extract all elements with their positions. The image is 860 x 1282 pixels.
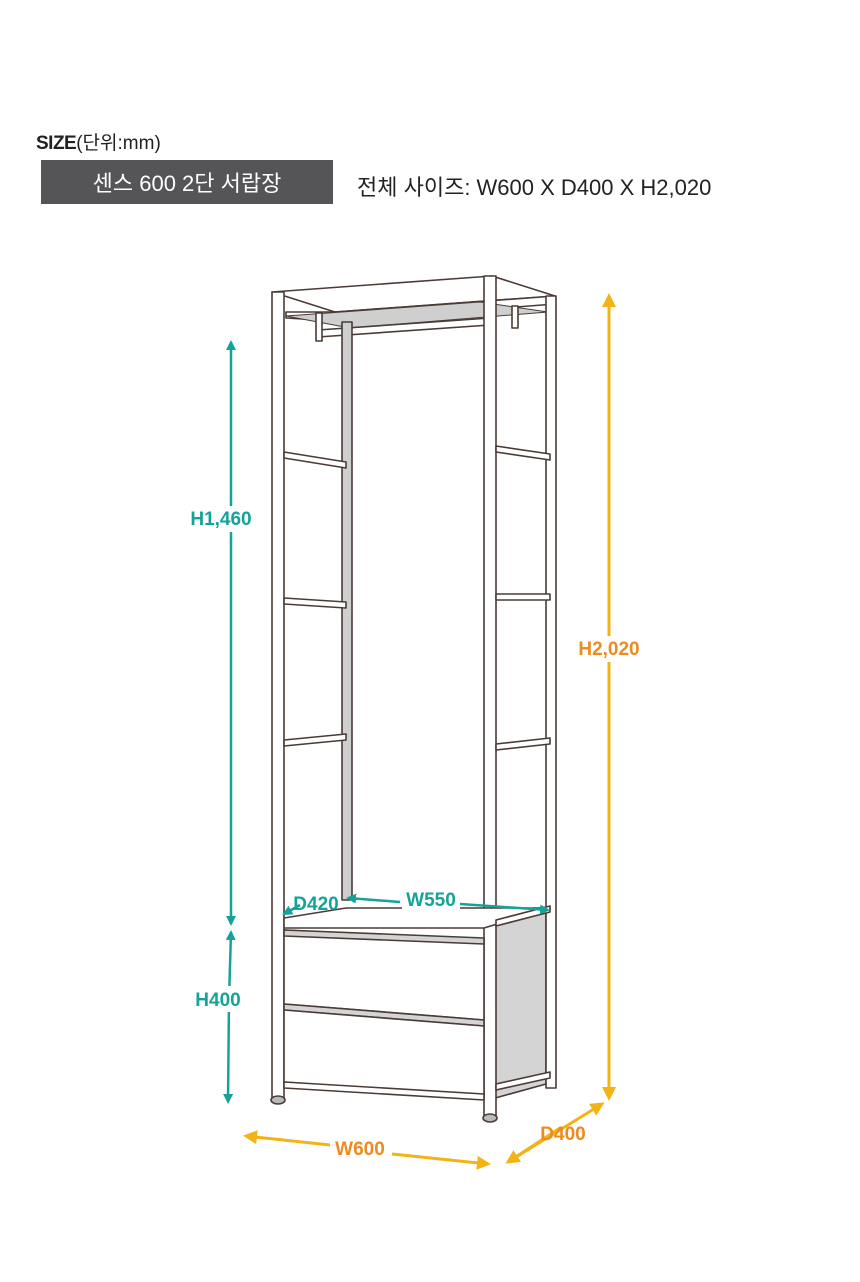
inner-width-line-right <box>459 902 550 915</box>
inner-depth-label: D420 <box>293 894 338 915</box>
inner-depth-line <box>282 903 301 916</box>
drawer-height-line-lower <box>223 999 234 1104</box>
size-title: SIZE <box>36 133 77 154</box>
product-name-badge: 센스 600 2단 서랍장 <box>41 160 333 204</box>
outer-width-line-right <box>391 1152 491 1170</box>
outer-width-label: W600 <box>335 1139 385 1160</box>
outer-dimension-lines <box>243 293 616 1170</box>
overall-size-text: 전체 사이즈: W600 X D400 X H2,020 <box>357 175 712 200</box>
size-unit: (단위:mm) <box>76 133 161 154</box>
outer-width-line-left <box>243 1130 331 1147</box>
wardrobe-illustration <box>270 275 557 1123</box>
outer-depth-label: D400 <box>540 1124 585 1145</box>
total-height-label: H2,020 <box>578 639 639 660</box>
upper-height-label: H1,460 <box>190 509 251 530</box>
size-heading: SIZE(단위:mm) <box>36 128 161 155</box>
drawer-height-label: H400 <box>195 990 240 1011</box>
outer-depth-line-back <box>505 1126 561 1164</box>
inner-width-line-left <box>346 893 401 904</box>
inner-width-label: W550 <box>406 890 456 911</box>
